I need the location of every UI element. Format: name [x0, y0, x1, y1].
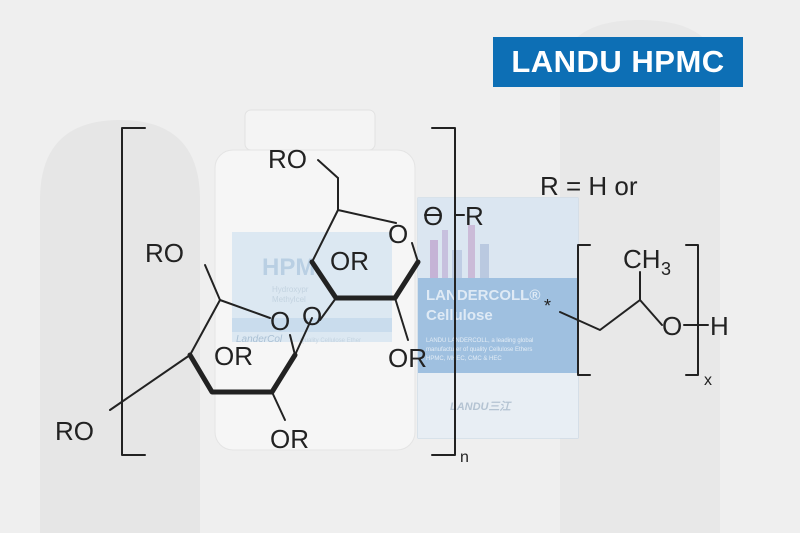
label-r-definition: R = H or — [540, 171, 638, 201]
label-ch3: CH — [623, 244, 661, 274]
bracket-chain-right — [685, 244, 699, 376]
label-ch3-sub: 3 — [661, 259, 671, 279]
jar-label-line1: Hydroxypr — [272, 285, 309, 294]
label-ro-top: RO — [268, 144, 307, 174]
label-ro-bottom: RO — [55, 416, 94, 446]
label-chain-h: H — [710, 311, 729, 341]
label-subscript-n: n — [460, 449, 469, 466]
jar-label-brand: LanderCol — [236, 334, 283, 345]
ring-right-bold — [309, 259, 421, 301]
label-ro-left: RO — [145, 238, 184, 268]
label-ring-o-left: O — [270, 306, 290, 336]
box-desc-2: manufacturer of quality Cellulose Ethers — [426, 347, 532, 353]
jar-label-line2: Methylcel — [272, 295, 306, 304]
label-or-left-mid: OR — [214, 341, 253, 371]
label-glycosidic-o: O — [302, 301, 322, 331]
box-title-2: Cellulose — [426, 307, 493, 324]
label-o-r-top: O — [423, 201, 443, 231]
label-or-right-bottom: OR — [388, 343, 427, 373]
label-chain-o: O — [662, 311, 682, 341]
label-subscript-x: x — [704, 372, 712, 389]
background-arch-left — [40, 120, 200, 533]
bracket-chain-left — [577, 244, 591, 376]
label-attachment-star: * — [544, 296, 551, 316]
label-or-right-mid: OR — [330, 246, 369, 276]
box-desc-3: HPMC, MHEC, CMC & HEC — [426, 356, 502, 362]
label-r-top: R — [465, 201, 484, 231]
jar-label-title: HPM — [262, 254, 315, 281]
ring-left-bold — [187, 352, 298, 395]
label-ring-o-right: O — [388, 219, 408, 249]
propoxy-chain — [559, 271, 709, 331]
bracket-left — [121, 127, 146, 456]
bracket-right — [431, 127, 456, 456]
box-desc-1: LANDU LANDERCOLL, a leading global — [426, 338, 533, 344]
label-or-left-bottom: OR — [270, 424, 309, 454]
box-brand: LANDU三江 — [450, 400, 512, 413]
brand-badge: LANDU HPMC — [493, 37, 743, 87]
jar-label-tagline: Quality Cellulose Ether — [300, 338, 361, 344]
